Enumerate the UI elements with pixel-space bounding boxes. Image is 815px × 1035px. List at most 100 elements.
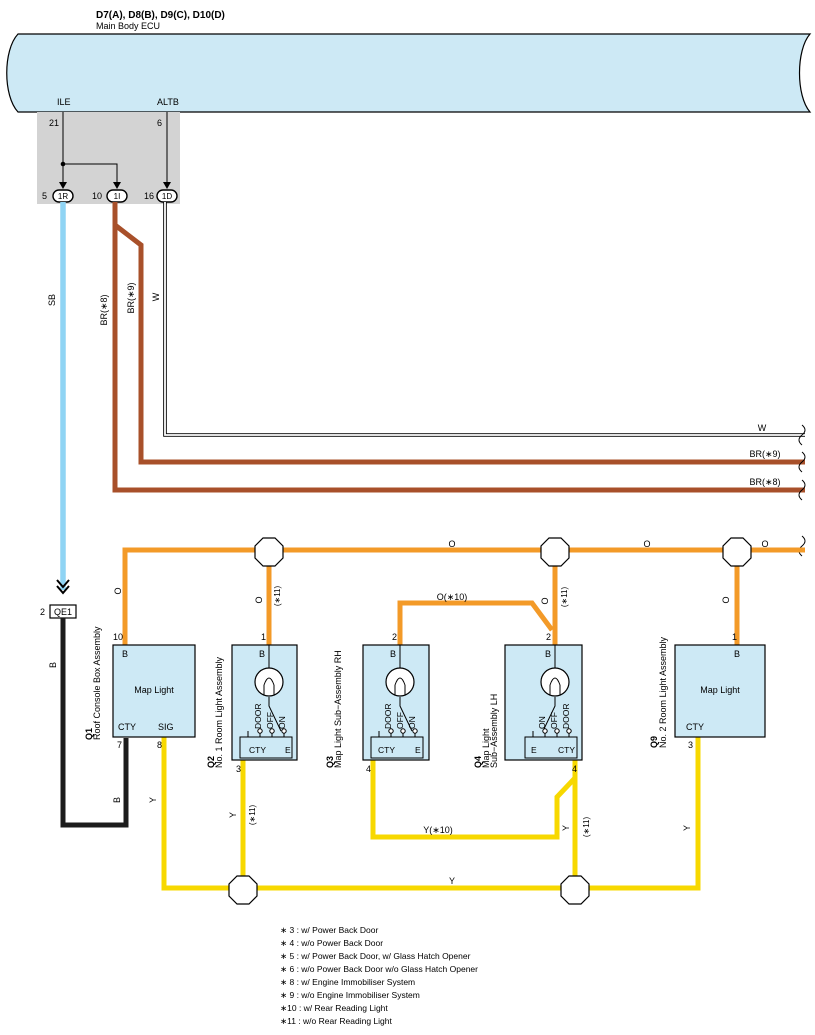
q9-pin-1: 1 [732,632,737,642]
q4-switch-on: ON [537,716,547,729]
wire-o-q1-label: O [113,587,123,594]
q3-term-cty: CTY [378,745,395,755]
wire-br8-horizontal-label: BR(∗8) [749,477,780,487]
bulb-icon [385,667,415,697]
wire-b [60,618,129,828]
bulb-icon [254,667,284,697]
footnote-5: ∗ 5 : w/ Power Back Door, w/ Glass Hatch… [280,951,471,961]
footnote-8: ∗ 8 : w/ Engine Immobiliser System [280,977,415,987]
switch-contacts [257,728,572,734]
q2-pin-1: 1 [261,632,266,642]
ecu-pin-altb-name: ALTB [157,97,179,107]
splice-y [228,875,590,905]
wire-y-q2-label: Y [228,812,238,818]
internal-circuits [247,645,570,737]
ecu-connector-area [37,112,180,204]
q9-pin-3: 3 [688,740,693,750]
q4-name-line1: Map Light [481,728,491,768]
term-1i: 1I [114,192,121,201]
q1-pin-10: 10 [113,632,123,642]
wire-w [164,202,805,436]
q4-pin-2: 2 [546,632,551,642]
footnote-6: ∗ 6 : w/o Power Back Door w/o Glass Hatc… [280,964,478,974]
wire-y-q4-note: (∗11) [582,817,591,838]
wire-y-bottom-label: Y [449,876,455,886]
wire-o-label-3: O [761,539,768,549]
q2-term-e: E [285,745,291,755]
component-q9: Map Light B CTY 1 3 Q9 No. 2 Room Light … [649,632,766,750]
wire-o-q2-label: O [254,596,264,603]
q1-term-sig: SIG [158,722,174,732]
footnote-4: ∗ 4 : w/o Power Back Door [280,938,383,948]
q2-switch-on: ON [277,716,287,729]
q1-id: Q1 [84,728,94,740]
footnote-3: ∗ 3 : w/ Power Back Door [280,925,378,935]
q2-name: No. 1 Room Light Assembly [214,656,224,768]
q3-term-e: E [415,745,421,755]
wire-y-q4-label: Y [561,825,571,831]
ecu-arrows [59,161,171,189]
q2-switch-off: OFF [265,712,275,729]
component-q4: B E CTY 2 4 Q4 Map Light Sub−Assembly LH… [473,632,583,774]
wire-o-q4-label: O [540,597,550,604]
wire-w-vertical-label: W [151,292,161,301]
bulb-icons [254,667,570,697]
q4-pin-4: 4 [572,764,577,774]
wire-o-q2-note: (∗11) [273,586,282,607]
term-1r: 1R [58,192,68,201]
q4-id: Q4 [473,756,483,768]
q9-term-cty: CTY [686,722,704,732]
wire-br9-horizontal-label: BR(∗9) [749,449,780,459]
ecu-subtitle: Main Body ECU [96,21,160,31]
component-q1: Map Light B CTY SIG 10 7 8 Q1 Roof Conso… [84,626,196,750]
q3-switch-door: DOOR [383,704,393,730]
q4-name-line2: Sub−Assembly LH [489,694,499,768]
wire-w-outline [163,202,805,437]
q3-name: Map Light Sub−Assembly RH [333,650,343,768]
q9-term-b: B [734,649,740,659]
wire-o-label-2: O [643,539,650,549]
wire-b-label-1: B [48,662,58,668]
q9-id: Q9 [649,736,659,748]
wire-br8 [112,202,805,493]
q1-name: Roof Console Box Assembly [92,626,102,740]
q1-body-label: Map Light [134,685,174,695]
q2-id: Q2 [206,756,216,768]
wire-y [161,737,701,891]
q2-term-b: B [259,649,265,659]
footnote-10: ∗10 : w/ Rear Reading Light [280,1003,388,1013]
connector-qe1-name: QE1 [54,607,72,617]
q3-pin-2: 2 [392,632,397,642]
q3-pin-4: 4 [366,764,371,774]
q4-switch-off: OFF [549,712,559,729]
wire-o-q9-label: O [721,596,731,603]
connector-qe1: QE1 2 [40,579,77,619]
q4-term-e: E [531,745,537,755]
bulb-icon [540,667,570,697]
q3-id: Q3 [325,756,335,768]
q3-term-b: B [390,649,396,659]
wire-b-label-2: B [112,797,122,803]
wire-br9-vertical-label: BR(∗9) [126,282,136,313]
q4-term-b: B [545,649,551,659]
footnote-11: ∗11 : w/o Rear Reading Light [280,1016,392,1026]
q4-switch-door: DOOR [561,704,571,730]
wire-y-q2-note: (∗11) [248,805,257,826]
wire-y-q9-label: Y [682,825,692,831]
wire-break-symbols [798,424,806,557]
q9-name: No. 2 Room Light Assembly [658,636,668,748]
wire-o-label-1: O [448,539,455,549]
footnote-9: ∗ 9 : w/o Engine Immobiliser System [280,990,420,1000]
ecu-title: D7(A), D8(B), D9(C), D10(D) [96,10,225,21]
wire-y10-label: Y(∗10) [423,825,453,835]
q1-pin-7: 7 [117,740,122,750]
wire-o10-label: O(∗10) [437,592,468,602]
q2-pin-3: 3 [236,764,241,774]
ecu-body [6,33,812,113]
term-1i-pin: 10 [92,191,102,201]
wire-sb-label: SB [47,294,57,306]
footnotes: ∗ 3 : w/ Power Back Door ∗ 4 : w/o Power… [280,925,478,1026]
connector-qe1-pin: 2 [40,607,45,617]
q3-switch-on: ON [407,716,417,729]
